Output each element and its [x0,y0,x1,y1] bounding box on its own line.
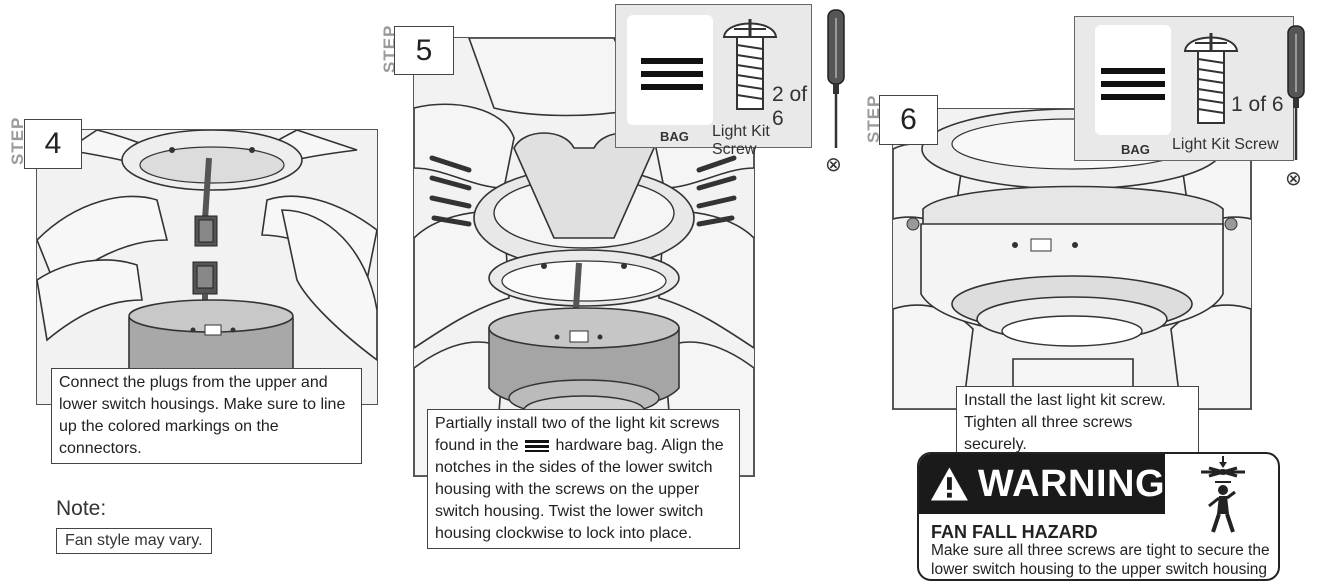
three-bar-bag-icon [1101,68,1165,107]
three-bar-bag-icon [641,58,703,97]
phillips-head-icon: ⊗ [825,152,842,176]
screwdriver-icon [827,9,845,148]
bag [627,15,713,125]
screw-label: Light Kit Screw [712,123,770,158]
warning-subtitle: FAN FALL HAZARD [931,522,1098,542]
screw-icon [722,19,778,110]
screw-icon [1183,33,1239,124]
bag-label: BAG [1121,142,1150,157]
warning-title: WARNING [977,462,1165,505]
step-5-caption: Partially install two of the light kit s… [427,409,740,549]
screw-label: Light Kit Screw [1172,136,1279,153]
screw-count: 1 of 6 [1231,93,1284,116]
step-number: 6 [879,95,938,145]
warning-body: Make sure all three screws are tight to … [931,542,1270,578]
bag-label: BAG [660,129,689,144]
note-text: Fan style may vary. [56,528,212,554]
screwdriver-icon [1287,25,1305,160]
step-6-hardware-box: BAG 1 of 6 Light Kit Screw [1074,16,1294,161]
phillips-head-icon: ⊗ [1285,166,1302,190]
step-5-hardware-box: BAG 2 of 6 Light Kit Screw [615,4,812,158]
three-bar-bag-icon [525,439,550,452]
warning-header: WARNING [919,454,1165,514]
screw-count: 2 of 6 [772,83,808,130]
note-title: Note: [56,497,107,520]
step-6-caption: Install the last light kit screw. Tighte… [956,386,1199,460]
step-4-illustration [36,129,378,405]
warning-label: WARNING FAN FALL HAZARD Make sure all th… [917,452,1280,581]
warning-triangle-icon [930,467,968,501]
switch-housing-plug-drawing [37,130,377,388]
step-number: 5 [394,26,454,75]
step-4-caption: Connect the plugs from the upper and low… [51,368,362,464]
falling-fan-hazard-icon [1201,456,1245,533]
bag [1095,25,1171,135]
step-number: 4 [24,119,82,169]
